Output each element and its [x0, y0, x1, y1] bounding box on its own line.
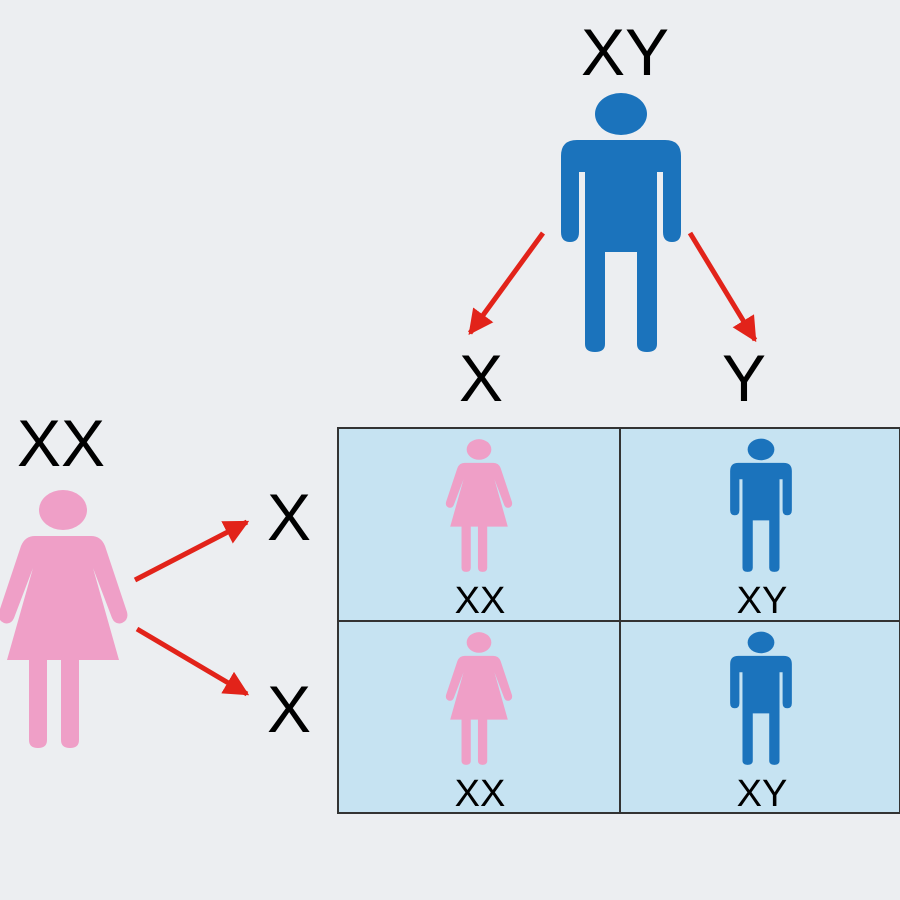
- father-gamete-x-label: X: [459, 341, 503, 415]
- punnett-cell-bottom-right: XY: [730, 631, 792, 815]
- father-to-y-arrow: [687, 231, 758, 343]
- father-male-figure-icon: [561, 93, 681, 352]
- mother-to-x-top-arrow: [133, 519, 250, 583]
- punnett-cell-bottom-left: XX: [445, 632, 513, 815]
- punnett-cell-genotype-label: XX: [455, 773, 506, 815]
- punnett-square: XX XY XX XY: [337, 427, 900, 815]
- punnett-cell-genotype-label: XY: [737, 773, 788, 815]
- mother-to-x-bottom-arrow: [135, 626, 250, 697]
- punnett-cell-top-left: XX: [445, 439, 513, 622]
- punnett-cell-genotype-label: XY: [737, 580, 788, 622]
- father-gamete-y-label: Y: [722, 341, 766, 415]
- mother-genotype-label: XX: [17, 406, 105, 480]
- mother-gamete-x-top-label: X: [267, 480, 311, 554]
- punnett-cell-genotype-label: XX: [455, 580, 506, 622]
- father-to-x-arrow: [467, 231, 546, 336]
- punnett-cell-top-right: XY: [730, 438, 792, 622]
- father-genotype-label: XY: [581, 15, 669, 89]
- mother-gamete-x-bottom-label: X: [267, 672, 311, 746]
- mother-female-figure-icon: [0, 490, 128, 748]
